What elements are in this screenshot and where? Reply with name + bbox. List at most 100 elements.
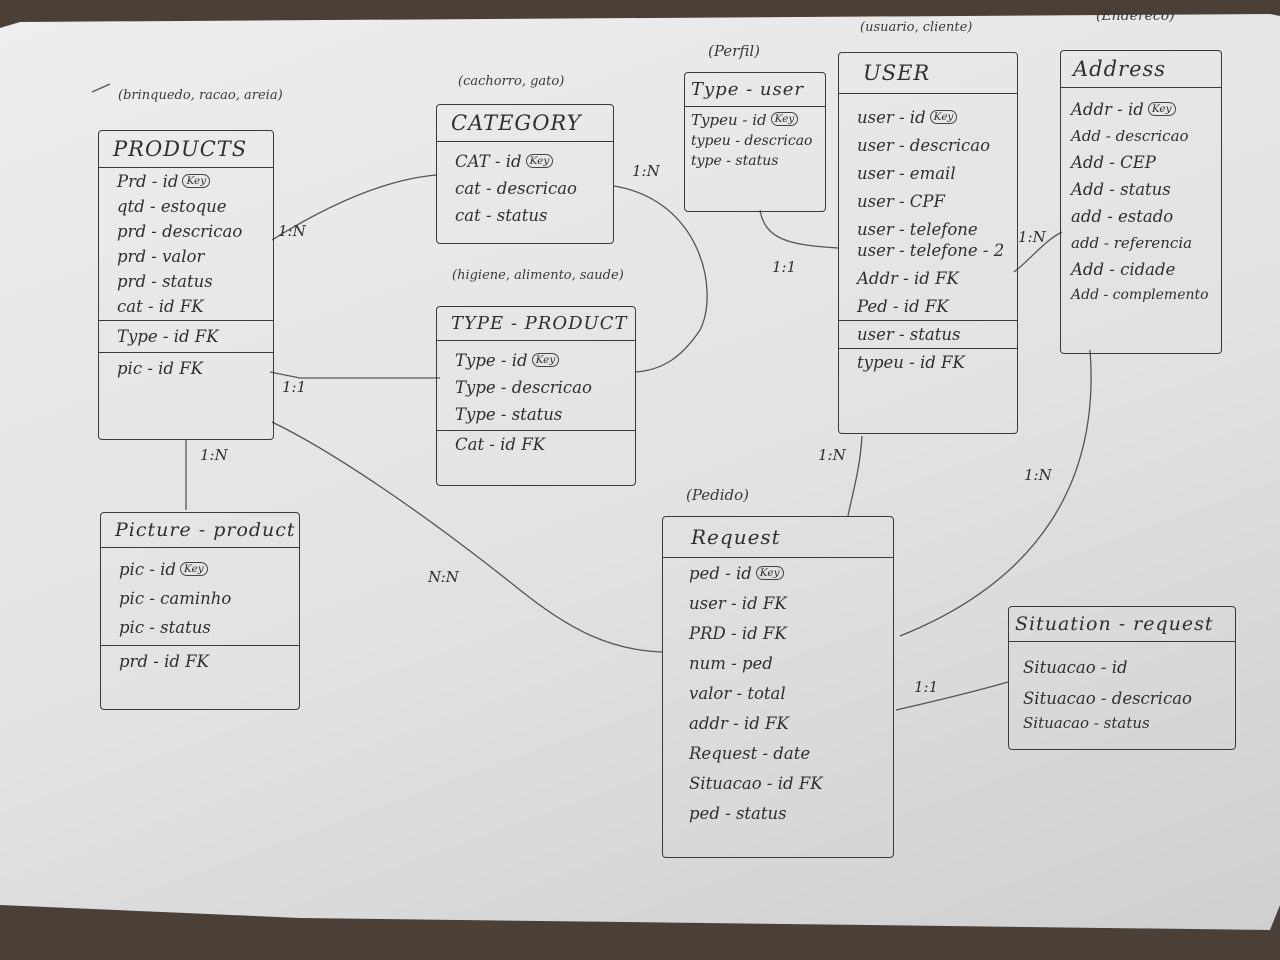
request-field-9: ped - status	[689, 804, 787, 823]
typeuser-note: (Perfil)	[708, 42, 760, 60]
rel-products-category	[271, 174, 437, 241]
products-note: (brinquedo, racao, areia)	[118, 88, 283, 103]
products-field-2: qtd - estoque	[117, 197, 227, 216]
address-field-5: add - estado	[1071, 207, 1174, 226]
products-field-8: pic - id FK	[117, 359, 204, 378]
key-badge: Key	[1147, 102, 1176, 116]
request-field-6: addr - id FK	[689, 714, 789, 733]
rel-address-request	[899, 349, 1092, 637]
request-field-7: Request - date	[689, 744, 811, 763]
key-badge: Key	[755, 566, 784, 580]
picture-field-4: prd - id FK	[119, 652, 209, 671]
address-field-8: Add - complemento	[1071, 287, 1209, 303]
products-field-7: Type - id FK	[117, 327, 219, 346]
typeproduct-field-2: Type - descricao	[455, 378, 592, 397]
user-field-3: user - email	[857, 164, 956, 183]
request-field-5: valor - total	[689, 684, 786, 703]
category-note: (cachorro, gato)	[458, 74, 565, 89]
key-badge: Key	[531, 353, 560, 367]
products-field-6: cat - id FK	[117, 297, 204, 316]
user-field-8: Ped - id FK	[857, 297, 949, 316]
category-title: CATEGORY	[437, 105, 613, 142]
typeproduct-title: TYPE - PRODUCT	[437, 307, 635, 341]
typeproduct-field-3: Type - status	[455, 405, 563, 424]
typeuser-field-3: type - status	[691, 153, 779, 169]
situation-fields: Situacao - id Situacao - descricao Situa…	[1009, 642, 1235, 732]
card-address-request: 1:N	[1024, 466, 1052, 484]
user-field-6: user - telefone - 2	[857, 241, 1005, 260]
rel-request-situation	[895, 681, 1009, 711]
typeproduct-note: (higiene, alimento, saude)	[452, 268, 624, 283]
key-badge: Key	[770, 112, 799, 126]
user-note: (usuario, cliente)	[860, 20, 973, 35]
typeuser-field-2: typeu - descricao	[691, 133, 813, 149]
key-badge: Key	[182, 174, 211, 188]
user-field-5: user - telefone	[857, 220, 978, 239]
category-field-3: cat - status	[455, 206, 548, 225]
situation-field-3: Situacao - status	[1023, 714, 1150, 732]
rel-typeuser-user	[759, 209, 839, 249]
picture-title: Picture - product	[101, 513, 299, 548]
situation-field-1: Situacao - id	[1023, 658, 1128, 677]
user-title: USER	[839, 53, 1017, 94]
products-field-3: prd - descricao	[117, 222, 243, 241]
rel-products-request	[271, 421, 663, 653]
address-field-7: Add - cidade	[1071, 260, 1176, 279]
key-badge: Key	[929, 110, 958, 124]
card-products-picture: 1:N	[200, 446, 228, 464]
category-field-2: cat - descricao	[455, 179, 577, 198]
key-badge: Key	[525, 154, 554, 168]
address-field-3: Add - CEP	[1071, 153, 1156, 172]
address-note: (Endereco)	[1096, 8, 1175, 24]
card-user-address: 1:N	[1018, 228, 1046, 246]
card-products-request: N:N	[428, 568, 459, 586]
user-field-9: user - status	[857, 325, 961, 344]
key-badge: Key	[180, 562, 208, 576]
address-title: Address	[1061, 51, 1221, 88]
request-field-3: PRD - id FK	[689, 624, 787, 643]
request-note: (Pedido)	[686, 486, 750, 504]
rel-category-typeproduct	[613, 185, 708, 373]
card-category-typeproduct: 1:N	[632, 162, 660, 180]
products-field-4: prd - valor	[117, 247, 205, 266]
address-field-2: Add - descricao	[1071, 127, 1189, 145]
card-user-request: 1:N	[818, 446, 846, 464]
card-typeuser-user: 1:1	[772, 258, 797, 276]
typeproduct-field-4: Cat - id FK	[455, 435, 546, 454]
request-field-4: num - ped	[689, 654, 773, 673]
rel-user-request	[847, 435, 863, 517]
request-field-8: Situacao - id FK	[689, 774, 823, 793]
situation-field-2: Situacao - descricao	[1023, 689, 1192, 708]
user-field-7: Addr - id FK	[857, 269, 959, 288]
request-title: Request	[663, 517, 893, 558]
user-field-2: user - descricao	[857, 136, 991, 155]
user-field-4: user - CPF	[857, 192, 945, 211]
typeuser-title: Type - user	[685, 73, 825, 107]
card-products-typeproduct: 1:1	[282, 378, 307, 396]
situation-title: Situation - request	[1009, 607, 1235, 642]
card-products-category: 1:N	[278, 222, 306, 240]
picture-field-2: pic - caminho	[119, 589, 232, 608]
card-request-situation: 1:1	[914, 678, 939, 696]
rel-products-typeproduct	[269, 371, 440, 379]
